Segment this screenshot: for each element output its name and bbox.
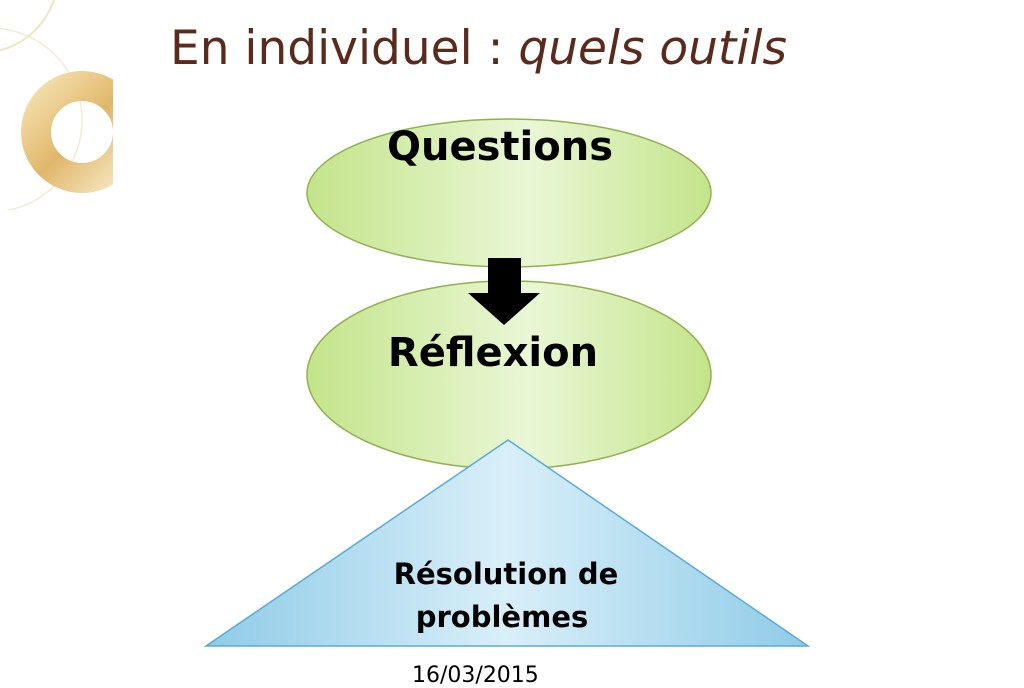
slide-title: En individuel : quels outils [170, 14, 787, 84]
reflexion-label: Réflexion [388, 330, 598, 376]
title-plain-text: En individuel : [170, 21, 519, 76]
resolution-label-line2: problèmes [416, 600, 589, 634]
title-italic-text: quels outils [518, 21, 787, 76]
flow-diagram: Questions Réflexion Résolution de problè… [203, 118, 811, 647]
gold-ring-decoration-icon [0, 0, 113, 210]
down-arrow-icon [468, 258, 540, 325]
resolution-node [203, 439, 811, 647]
footer-date: 16/03/2015 [412, 663, 539, 688]
questions-label: Questions [387, 124, 613, 170]
resolution-label-line1: Résolution de [394, 557, 619, 591]
